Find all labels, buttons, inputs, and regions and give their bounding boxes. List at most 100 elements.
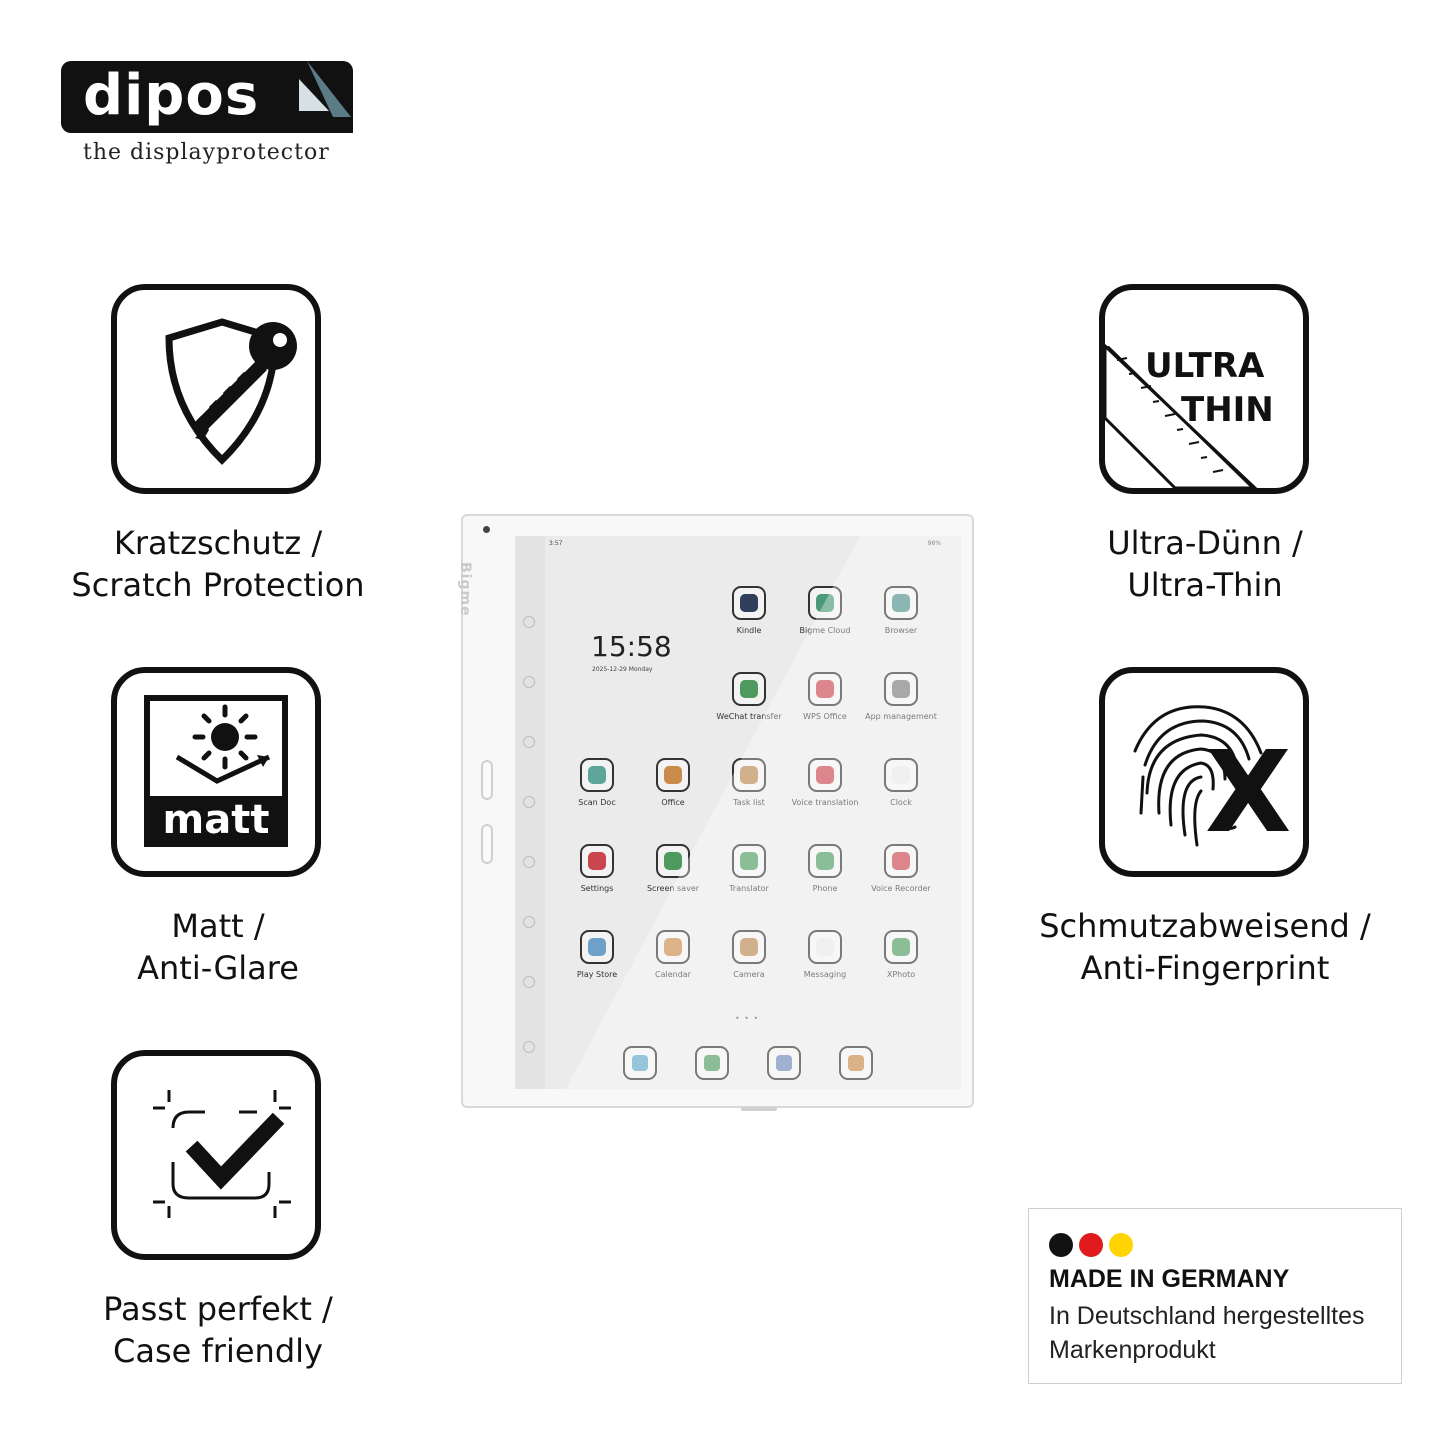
app-calendar[interactable]: Calendar <box>635 930 711 979</box>
germany-subtitle: In Deutschland hergestelltes Markenprodu… <box>1049 1302 1365 1364</box>
matt-icon-text: matt <box>162 797 270 843</box>
app-icon-glyph <box>816 594 834 612</box>
case-line2: Case friendly <box>113 1332 323 1370</box>
case-friendly-label: Passt perfekt / Case friendly <box>18 1288 418 1372</box>
app-icon <box>808 930 842 964</box>
app-play-store[interactable]: Play Store <box>559 930 635 979</box>
app-icon-glyph <box>664 766 682 784</box>
status-time: 3:57 <box>549 540 563 547</box>
fingerprint-line2: Anti-Fingerprint <box>1080 949 1330 987</box>
app-scan-doc[interactable]: Scan Doc <box>559 758 635 807</box>
ultra-text: ULTRA <box>1145 346 1265 386</box>
app-label: Screen saver <box>646 884 700 893</box>
app-wps-office[interactable]: WPS Office <box>787 672 863 721</box>
app-voice-translation[interactable]: Voice translation <box>787 758 863 807</box>
app-browser[interactable]: Browser <box>863 586 939 635</box>
app-label: Office <box>661 798 685 807</box>
app-icon-glyph <box>664 938 682 956</box>
flag-dot-red <box>1079 1233 1103 1257</box>
app-app-management[interactable]: App management <box>863 672 939 721</box>
scratch-protection-box <box>111 284 321 494</box>
anti-fingerprint-box: X <box>1099 667 1309 877</box>
tagline: the displayprotector <box>83 140 330 165</box>
app-icon <box>580 844 614 878</box>
app-icon <box>732 586 766 620</box>
app-icon-glyph <box>816 766 834 784</box>
app-label: Bigme Cloud <box>799 626 851 635</box>
matt-box: matt <box>111 667 321 877</box>
sliders-icon[interactable] <box>523 856 535 868</box>
germany-title: MADE IN GERMANY <box>1049 1265 1290 1293</box>
app-icon <box>808 672 842 706</box>
app-icon <box>884 930 918 964</box>
grid-icon[interactable] <box>523 916 535 928</box>
thin-line1: Ultra-Dünn / <box>1107 524 1303 562</box>
app-kindle[interactable]: Kindle <box>711 586 787 635</box>
app-messaging[interactable]: Messaging <box>787 930 863 979</box>
dock-app-3[interactable] <box>767 1046 801 1080</box>
app-icon <box>884 586 918 620</box>
scratch-line2: Scratch Protection <box>71 566 365 604</box>
app-icon <box>884 758 918 792</box>
page-down-button[interactable] <box>481 824 493 864</box>
app-voice-recorder[interactable]: Voice Recorder <box>863 844 939 893</box>
flag-dot-gold <box>1109 1233 1133 1257</box>
app-icon <box>580 930 614 964</box>
dock-app-1[interactable] <box>623 1046 657 1080</box>
app-xphoto[interactable]: XPhoto <box>863 930 939 979</box>
app-label: WeChat transfer <box>716 712 782 721</box>
contrast-icon[interactable] <box>523 796 535 808</box>
home-clock: 15:58 <box>591 630 672 663</box>
app-phone[interactable]: Phone <box>787 844 863 893</box>
page-indicator: • • • <box>735 1014 760 1023</box>
tablet-device: Bigme 3:57 96% 15:58 2025-12-29 Monday K… <box>457 514 974 1111</box>
app-icon-glyph <box>588 766 606 784</box>
shield-key-icon <box>165 318 297 465</box>
app-icon <box>732 672 766 706</box>
scratch-line1: Kratzschutz / <box>113 524 323 562</box>
home-date: 2025-12-29 Monday <box>592 666 653 673</box>
usb-port <box>741 1107 777 1111</box>
app-label: Play Store <box>576 970 618 979</box>
app-label: Translator <box>729 884 769 893</box>
home-icon[interactable] <box>523 616 535 628</box>
ultra-thin-box: ULTRA THIN <box>1099 284 1309 494</box>
sync-icon[interactable] <box>523 976 535 988</box>
refresh-icon[interactable] <box>523 676 535 688</box>
thin-text: THIN <box>1181 390 1274 430</box>
ultra-thin-label: Ultra-Dünn / Ultra-Thin <box>1005 522 1405 606</box>
app-clock[interactable]: Clock <box>863 758 939 807</box>
app-icon <box>808 586 842 620</box>
app-bigme-cloud[interactable]: Bigme Cloud <box>787 586 863 635</box>
matt-line1: Matt / <box>171 907 265 945</box>
app-icon-glyph <box>816 852 834 870</box>
app-wechat-transfer[interactable]: WeChat transfer <box>711 672 787 721</box>
page-up-button[interactable] <box>481 760 493 800</box>
back-icon[interactable] <box>523 1041 535 1053</box>
app-settings[interactable]: Settings <box>559 844 635 893</box>
app-icon <box>808 844 842 878</box>
app-office[interactable]: Office <box>635 758 711 807</box>
dock-app-4[interactable] <box>839 1046 873 1080</box>
app-camera[interactable]: Camera <box>711 930 787 979</box>
app-task-list[interactable]: Task list <box>711 758 787 807</box>
fingerprint-x-mark: X <box>1205 728 1292 858</box>
app-translator[interactable]: Translator <box>711 844 787 893</box>
gear-icon[interactable] <box>523 736 535 748</box>
app-screen-saver[interactable]: Screen saver <box>635 844 711 893</box>
dipos-logo: dipos <box>61 61 353 133</box>
app-icon-glyph <box>588 852 606 870</box>
ruler-icon <box>1105 343 1258 488</box>
side-rail <box>515 536 545 1089</box>
fingerprint-line1: Schmutzabweisend / <box>1039 907 1371 945</box>
app-icon-glyph <box>664 852 682 870</box>
fingerprint-x-icon <box>1133 705 1263 847</box>
dock-app-2[interactable] <box>695 1046 729 1080</box>
app-label: Clock <box>890 798 912 807</box>
flag-dot-black <box>1049 1233 1073 1257</box>
thin-line2: Ultra-Thin <box>1127 566 1283 604</box>
tablet-brand: Bigme <box>457 562 473 617</box>
app-icon-glyph <box>740 766 758 784</box>
dock-app-glyph <box>704 1055 720 1071</box>
app-icon-glyph <box>740 594 758 612</box>
